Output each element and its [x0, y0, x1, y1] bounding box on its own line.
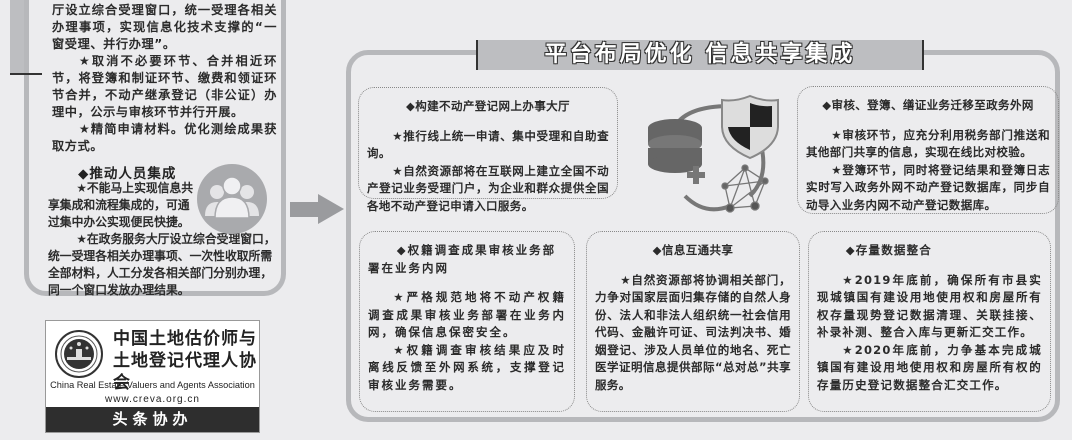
association-url[interactable]: www.creva.org.cn — [105, 394, 200, 405]
card-bullet: ★2019年底前，确保所有市县实现城镇国有建设用地使用权和房屋所有权存量现势登记… — [817, 272, 1042, 340]
card-cadastral-intranet: ◆权籍调查成果审核业务部署在业务内网 ★严格规范地将不动产权籍调查成果审核业务部… — [359, 231, 575, 412]
personnel-text: ★不能马上实现信息共享集成和流程集成的，可通过集中办公实现便民快捷。 ★在政务服… — [48, 180, 280, 299]
infographic-canvas: 厅设立综合受理窗口，统一受理各相关办理事项，实现信息化技术支撑的“一窗受理、并行… — [0, 0, 1072, 440]
card-bullet: ★自然资源部将协调相关部门，力争对国家层面归集存储的自然人身份、法人和非法人组织… — [595, 272, 791, 392]
data-security-illustration — [630, 86, 800, 221]
main-title-bar: 平台布局优化 信息共享集成 — [476, 40, 924, 70]
network-icon — [721, 164, 769, 213]
bullet-merge-steps: ★取消不必要环节、合并相近环节，将登簿和制证环节、缴费和领证环节合并，不动产继承… — [52, 54, 277, 119]
card-info-sharing: ◆信息互通共享 ★自然资源部将协调相关部门，力争对国家层面归集存储的自然人身份、… — [586, 231, 800, 412]
card-heading: ◆存量数据整合 — [845, 243, 932, 257]
card-bullet: ★登簿环节，同时将登记结果和登簿日志实时写入政务外网不动产登记数据库，同步自动导… — [806, 162, 1050, 212]
arrow-right-icon — [290, 202, 320, 217]
card-heading: ◆信息互通共享 — [652, 243, 734, 257]
arrow-head — [318, 194, 344, 224]
card-bullet: ★自然资源部将在互联网上建立全国不动产登记业务受理门户，为企业和群众提供全国各地… — [367, 163, 609, 213]
bullet-simplify-materials: ★精简申请材料。优化测绘成果获取方式。 — [52, 122, 277, 153]
personnel-heading: ◆推动人员集成 — [78, 166, 177, 182]
logo-banner: 头条协办 — [46, 407, 259, 432]
association-name-line2: 土地登记代理人协会 — [113, 351, 257, 393]
association-logo: 中国土地估价师与 土地登记代理人协会 China Real Estate Val… — [45, 320, 260, 433]
card-heading: ◆权籍调查成果审核业务部署在业务内网 — [368, 243, 557, 275]
people-group-icon — [197, 164, 267, 234]
card-data-integration: ◆存量数据整合 ★2019年底前，确保所有市县实现城镇国有建设用地使用权和房屋所… — [808, 231, 1051, 412]
card-heading: ◆审核、登簿、缮证业务迁移至政务外网 — [822, 98, 1034, 112]
main-panel — [346, 50, 1060, 422]
personnel-bullet-2: ★在政务服务大厅设立综合受理窗口，统一受理各相关办理事项、一次性收取所需全部材料… — [48, 232, 276, 297]
card-bullet: ★推行线上统一申请、集中受理和自助查询。 — [367, 128, 609, 161]
database-icon — [648, 119, 705, 184]
card-bullet: ★2020年底前，力争基本完成城镇国有建设用地使用权和房屋所有权的存量历史登记数… — [817, 342, 1042, 392]
card-online-hall: ◆构建不动产登记网上办事大厅 ★推行线上统一申请、集中受理和自助查询。 ★自然资… — [358, 87, 618, 213]
card-bullet: ★审核环节，应充分利用税务部门推送和其他部门共享的信息，实现在线比对校验。 — [806, 127, 1050, 160]
card-bullet: ★严格规范地将不动产权籍调查成果审核业务部署在业务内网，确保信息保密安全。 — [368, 290, 566, 339]
intro-text: 厅设立综合受理窗口，统一受理各相关办理事项，实现信息化技术支撑的“一窗受理、并行… — [52, 3, 277, 51]
card-bullet: ★权籍调查审核结果应及时离线反馈至外网系统，支撑登记审核业务需要。 — [368, 342, 566, 392]
association-name-en: China Real Estate Valuers and Agents Ass… — [50, 380, 255, 390]
left-panel — [24, 0, 286, 296]
association-name-line1: 中国土地估价师与 — [113, 329, 257, 349]
association-name-cn: 中国土地估价师与 土地登记代理人协会 — [113, 328, 259, 394]
left-process-text: 厅设立综合受理窗口，统一受理各相关办理事项，实现信息化技术支撑的“一窗受理、并行… — [52, 2, 277, 155]
national-emblem-icon — [55, 330, 103, 378]
tab-underline — [10, 73, 42, 75]
main-title: 平台布局优化 信息共享集成 — [544, 42, 856, 67]
shield-icon — [721, 94, 779, 160]
personnel-bullet-1: ★不能马上实现信息共享集成和流程集成的，可通过集中办公实现便民快捷。 — [48, 181, 194, 229]
card-heading: ◆构建不动产登记网上办事大厅 — [406, 99, 570, 113]
card-extranet-migration: ◆审核、登簿、缮证业务迁移至政务外网 ★审核环节，应充分利用税务部门推送和其他部… — [797, 86, 1059, 214]
